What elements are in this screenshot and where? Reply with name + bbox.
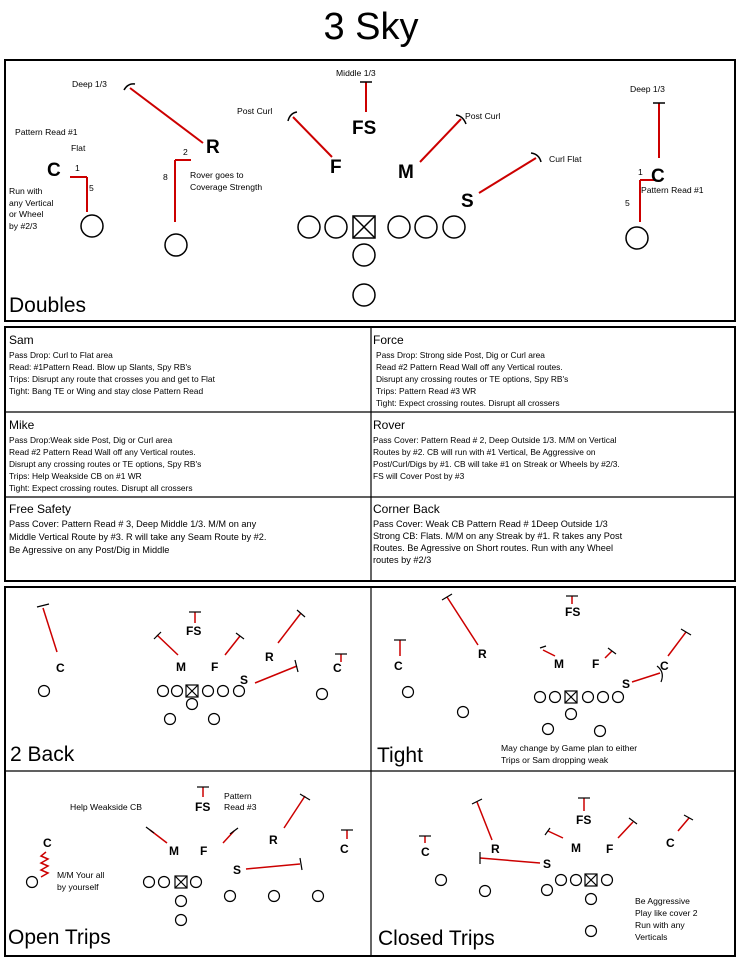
run-note-2: any Vertical <box>9 198 54 208</box>
label-pattern-read-left: Pattern Read #1 <box>15 127 78 137</box>
formation-open-trips: Open Trips <box>8 926 111 949</box>
rover-note-1: Rover goes to <box>190 170 244 180</box>
formation-doubles: Doubles <box>9 294 86 317</box>
tight-note-2: Trips or Sam dropping weak <box>501 755 609 765</box>
cell-fs-title: Free Safety <box>9 502 72 516</box>
svg-text:S: S <box>240 673 248 687</box>
svg-text:S: S <box>233 863 241 877</box>
label-pattern-read-right: Pattern Read #1 <box>641 185 704 195</box>
svg-text:F: F <box>200 844 207 858</box>
svg-text:R: R <box>478 647 487 661</box>
svg-text:R: R <box>269 833 278 847</box>
svg-text:R: R <box>265 650 274 664</box>
svg-text:FS: FS <box>186 624 201 638</box>
cell-mike: Mike Pass Drop:Weak side Post, Dig or Cu… <box>9 418 367 494</box>
svg-text:R: R <box>491 842 500 856</box>
svg-text:C: C <box>660 659 669 673</box>
panel-closed-trips: C R FS M F C S Be Aggressive Play like cover 2… <box>378 797 698 950</box>
player-force: F <box>330 157 342 178</box>
cell-free-safety: Free Safety Pass Cover: Pattern Read # 3… <box>9 502 367 557</box>
label-deep13-right: Deep 1/3 <box>630 84 665 94</box>
svg-text:F: F <box>211 660 218 674</box>
player-mike: M <box>398 162 414 183</box>
svg-text:S: S <box>543 857 551 871</box>
cell-rover: Rover Pass Cover: Pattern Read # 2, Deep… <box>373 418 731 482</box>
player-sam: S <box>461 191 474 212</box>
label-middle13: Middle 1/3 <box>336 68 376 78</box>
cell-force-title: Force <box>373 333 404 347</box>
cell-rover-title: Rover <box>373 418 406 432</box>
doubles-routes <box>70 82 660 222</box>
svg-text:C: C <box>394 659 403 673</box>
closed-trips-note-3: Run with any <box>635 920 685 930</box>
label-curlflat: Curl Flat <box>549 154 582 164</box>
rover-note-2: Coverage Strength <box>190 182 262 192</box>
tight-note-1: May change by Game plan to either <box>501 743 637 753</box>
svg-text:5: 5 <box>89 183 94 193</box>
formation-2-back: 2 Back <box>10 743 75 766</box>
svg-text:M: M <box>176 660 186 674</box>
panel-open-trips: FS M F R S C C Help Weakside CB Pattern Read #… <box>8 786 353 949</box>
formation-closed-trips: Closed Trips <box>378 927 495 950</box>
player-rover: R <box>206 137 220 158</box>
player-corner-left: C <box>47 160 61 181</box>
cell-sam-title: Sam <box>9 333 34 347</box>
svg-text:C: C <box>56 661 65 675</box>
cell-mike-title: Mike <box>9 418 35 432</box>
player-corner-right: C <box>651 166 665 187</box>
formation-tight: Tight <box>377 744 423 767</box>
svg-text:8: 8 <box>163 172 168 182</box>
label-postcurl-left: Post Curl <box>237 106 272 116</box>
cell-corner-back: Corner Back Pass Cover: Weak CB Pattern … <box>373 502 731 566</box>
svg-text:F: F <box>606 842 613 856</box>
svg-text:M: M <box>554 657 564 671</box>
open-trips-mm-1: M/M Your all <box>57 870 104 880</box>
label-deep13-left: Deep 1/3 <box>72 79 107 89</box>
svg-text:1: 1 <box>75 163 80 173</box>
label-flat: Flat <box>71 143 86 153</box>
label-postcurl-right: Post Curl <box>465 111 500 121</box>
cell-force: Force Pass Drop: Strong side Post, Dig o… <box>373 333 731 409</box>
player-free-safety: FS <box>352 118 376 139</box>
svg-text:FS: FS <box>565 605 580 619</box>
open-trips-help: Help Weakside CB <box>70 802 142 812</box>
closed-trips-note-2: Play like cover 2 <box>635 908 698 918</box>
cell-cb-title: Corner Back <box>373 502 440 516</box>
open-trips-pattern-2: Read #3 <box>224 802 257 812</box>
svg-text:S: S <box>622 677 630 691</box>
svg-text:C: C <box>340 842 349 856</box>
doubles-offense <box>80 214 649 307</box>
closed-trips-note-1: Be Aggressive <box>635 896 690 906</box>
svg-text:C: C <box>43 836 52 850</box>
cell-sam: Sam Pass Drop: Curl to Flat area Read: #… <box>9 333 367 397</box>
run-note-4: by #2/3 <box>9 221 37 231</box>
panel-2-back: C FS M F R S C 2 Back <box>10 603 347 766</box>
svg-text:5: 5 <box>625 198 630 208</box>
svg-text:C: C <box>421 845 430 859</box>
doubles-diagram: Deep 1/3 Middle 1/3 Deep 1/3 Post Curl P… <box>9 68 704 317</box>
page-title: 3 Sky <box>323 6 419 48</box>
panel-tight: C R FS M F C S May change by Game plan to eith… <box>377 593 692 767</box>
open-trips-mm-2: by yourself <box>57 882 99 892</box>
svg-text:M: M <box>169 844 179 858</box>
run-note-3: or Wheel <box>9 209 43 219</box>
assignment-grid <box>4 326 736 582</box>
svg-text:C: C <box>333 661 342 675</box>
svg-text:2: 2 <box>183 147 188 157</box>
open-trips-pattern-1: Pattern <box>224 791 252 801</box>
svg-text:C: C <box>666 836 675 850</box>
svg-text:FS: FS <box>195 800 210 814</box>
closed-trips-note-4: Verticals <box>635 932 667 942</box>
doubles-frame <box>4 59 736 322</box>
svg-text:F: F <box>592 657 599 671</box>
run-note-1: Run with <box>9 186 43 196</box>
svg-text:FS: FS <box>576 813 591 827</box>
svg-text:1: 1 <box>638 167 643 177</box>
svg-text:M: M <box>571 841 581 855</box>
